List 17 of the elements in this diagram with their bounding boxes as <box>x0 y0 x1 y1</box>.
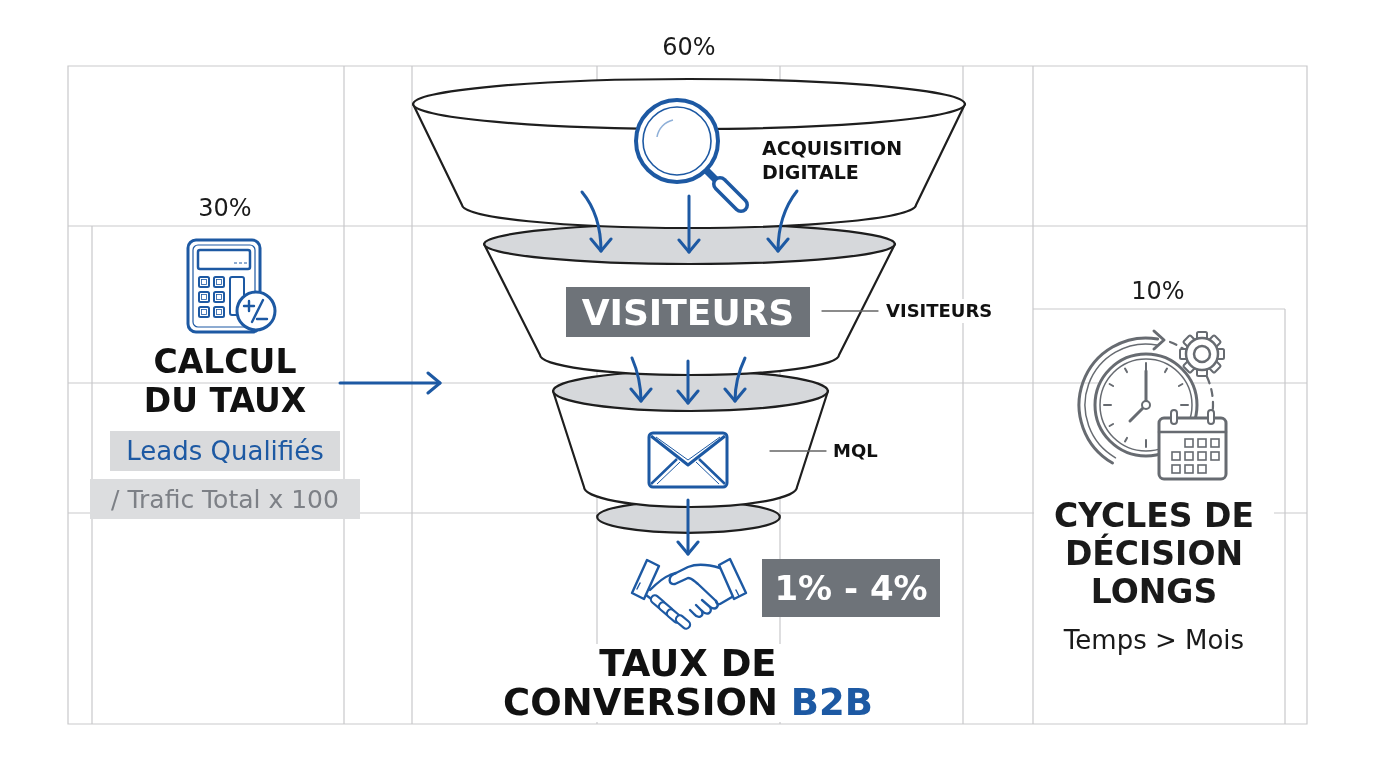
leader-line <box>769 450 827 452</box>
flow-arrow <box>723 356 747 403</box>
column-percentage: 30% <box>198 195 252 223</box>
section-heading: CALCUL DU TAUX <box>110 342 340 420</box>
formula-tag: / Trafic Total x 100 <box>90 479 360 519</box>
column-percentage: 60% <box>662 34 716 62</box>
column-percentage: 10% <box>1131 278 1185 306</box>
leader-line <box>821 310 879 312</box>
flow-arrow <box>676 359 700 405</box>
flow-arrow <box>338 371 442 395</box>
flow-arrow <box>629 356 653 403</box>
stage-tag: VISITEURS <box>566 287 810 337</box>
formula-tag: Leads Qualifiés <box>110 431 340 471</box>
flow-arrow <box>676 498 700 556</box>
section-note: Temps > Mois <box>1063 626 1245 656</box>
funnel-tier <box>552 370 829 508</box>
rate-tag: 1% - 4% <box>762 559 940 617</box>
